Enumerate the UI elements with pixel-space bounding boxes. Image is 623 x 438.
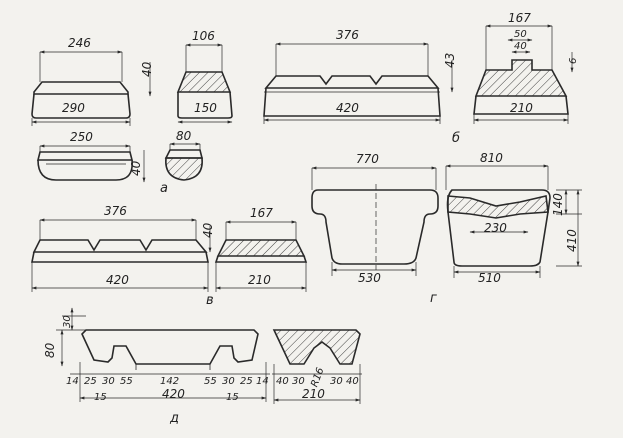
dim-d-30a: 30	[102, 376, 115, 387]
profile-a-semicircle: 80 а	[160, 129, 204, 196]
profile-g-block: 770 530	[311, 152, 439, 285]
dim-g2-bot: 510	[478, 271, 501, 285]
dim-g2-h2: 410	[565, 229, 579, 252]
dim-d-r: R16	[309, 366, 326, 388]
dim-b2-h: 6	[568, 58, 579, 64]
profile-d-section: 40 30 R16 30 40 210	[272, 329, 362, 404]
dim-d-210: 210	[302, 387, 325, 401]
dim-d-40a: 40	[276, 376, 289, 387]
profile-b-section: 167 50 40 6 210	[473, 11, 579, 124]
dim-d-80: 80	[43, 342, 57, 358]
dim-c2-bot: 210	[248, 273, 271, 287]
dim-c1-bot: 420	[106, 273, 129, 287]
dim-d-25a: 25	[84, 376, 97, 387]
dim-c2-top: 167	[250, 206, 273, 220]
dim-a1-top: 246	[68, 36, 91, 50]
profile-a-section: 106 150	[176, 29, 233, 124]
label-b: б	[452, 131, 460, 146]
dim-a1-bot: 290	[62, 101, 85, 115]
profile-b-block: 376 43 420 б	[263, 28, 460, 146]
dim-a2-bot: 150	[194, 101, 217, 115]
dim-d-30b: 30	[222, 376, 235, 387]
dim-d-142: 142	[160, 376, 179, 387]
profile-v-block: 376 40 420 в	[31, 204, 215, 308]
label-g: г	[430, 291, 437, 306]
dim-b1-top: 376	[336, 28, 359, 42]
dim-b2-slot: 50	[514, 29, 527, 40]
dim-c1-top: 376	[104, 204, 127, 218]
dim-a3-top: 250	[70, 130, 93, 144]
dim-b1-h: 43	[443, 53, 457, 68]
profile-g-section: 810 230 140 410 510 г	[430, 151, 582, 306]
dim-d-55a: 55	[120, 376, 133, 387]
dim-d-30c: 30	[292, 376, 305, 387]
dim-d-40b: 40	[346, 376, 359, 387]
label-d: д	[169, 411, 179, 426]
dim-b2-bot: 210	[510, 101, 533, 115]
dim-d-25b: 25	[240, 376, 253, 387]
dim-d-55b: 55	[204, 376, 217, 387]
profile-a-block: 246 40 290	[31, 36, 154, 126]
dim-a4-top: 80	[176, 129, 192, 143]
dim-c1-h: 40	[201, 222, 215, 238]
dim-g2-h1: 140	[551, 193, 565, 216]
dim-a1-h: 40	[140, 61, 154, 77]
dim-b2-top: 167	[508, 11, 531, 25]
dim-g2-inner: 230	[484, 221, 507, 235]
dim-d-15b: 15	[226, 392, 239, 403]
dim-d-14a: 14	[66, 376, 79, 387]
dim-d-30: 30	[62, 315, 73, 328]
label-v: в	[206, 293, 214, 308]
profile-d-block: 30 80 14 25 30 55 142 55 30 25 14 15 420…	[43, 307, 270, 426]
profile-a-rounded-block: 250 40	[36, 130, 146, 183]
label-a: а	[160, 181, 168, 196]
dim-d-420: 420	[162, 387, 185, 401]
dim-d-30d: 30	[330, 376, 343, 387]
dim-b2-slot-h: 40	[514, 41, 527, 52]
dim-g1-top: 770	[356, 152, 379, 166]
dim-a3-h: 40	[129, 160, 143, 176]
profile-v-section: 167 210	[214, 206, 308, 292]
dim-d-15a: 15	[94, 392, 107, 403]
dim-d-14b: 14	[256, 376, 269, 387]
dim-a2-top: 106	[192, 29, 215, 43]
dim-b1-bot: 420	[336, 101, 359, 115]
dim-g2-top: 810	[480, 151, 503, 165]
dim-g1-bot: 530	[358, 271, 381, 285]
